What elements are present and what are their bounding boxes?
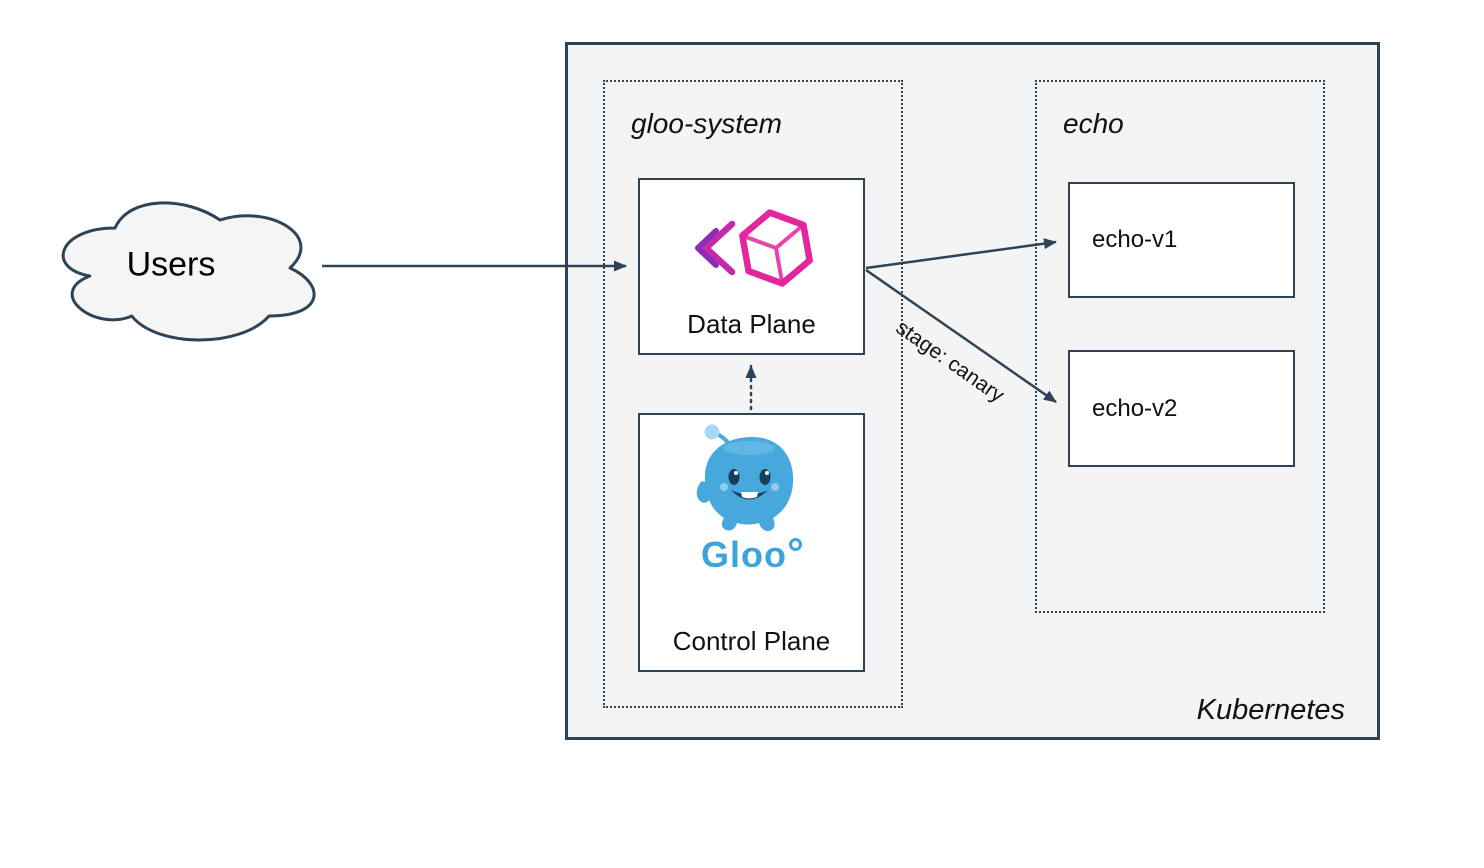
cloud-icon [61,201,316,342]
users-cloud-node: Users [45,188,325,348]
control-plane-node: Gloo Control Plane [638,413,865,672]
echo-namespace-box: echo [1035,80,1325,613]
echo-v1-node: echo-v1 [1068,182,1295,298]
gloo-system-label: gloo-system [631,108,782,139]
echo-v2-label: echo-v2 [1092,394,1178,422]
echo-v2-node: echo-v2 [1068,350,1295,467]
users-label: Users [126,245,216,284]
gloo-wordmark: Gloo [701,537,802,573]
control-plane-label: Control Plane [672,626,831,656]
gloo-mascot-icon [696,424,793,532]
data-plane-node: Data Plane [638,178,865,355]
echo-namespace-label: echo [1063,108,1124,139]
kubernetes-label: Kubernetes [1196,694,1345,726]
gloo-gateway-icon [694,209,813,287]
data-plane-label: Data Plane [687,309,816,339]
echo-v1-label: echo-v1 [1092,226,1178,253]
